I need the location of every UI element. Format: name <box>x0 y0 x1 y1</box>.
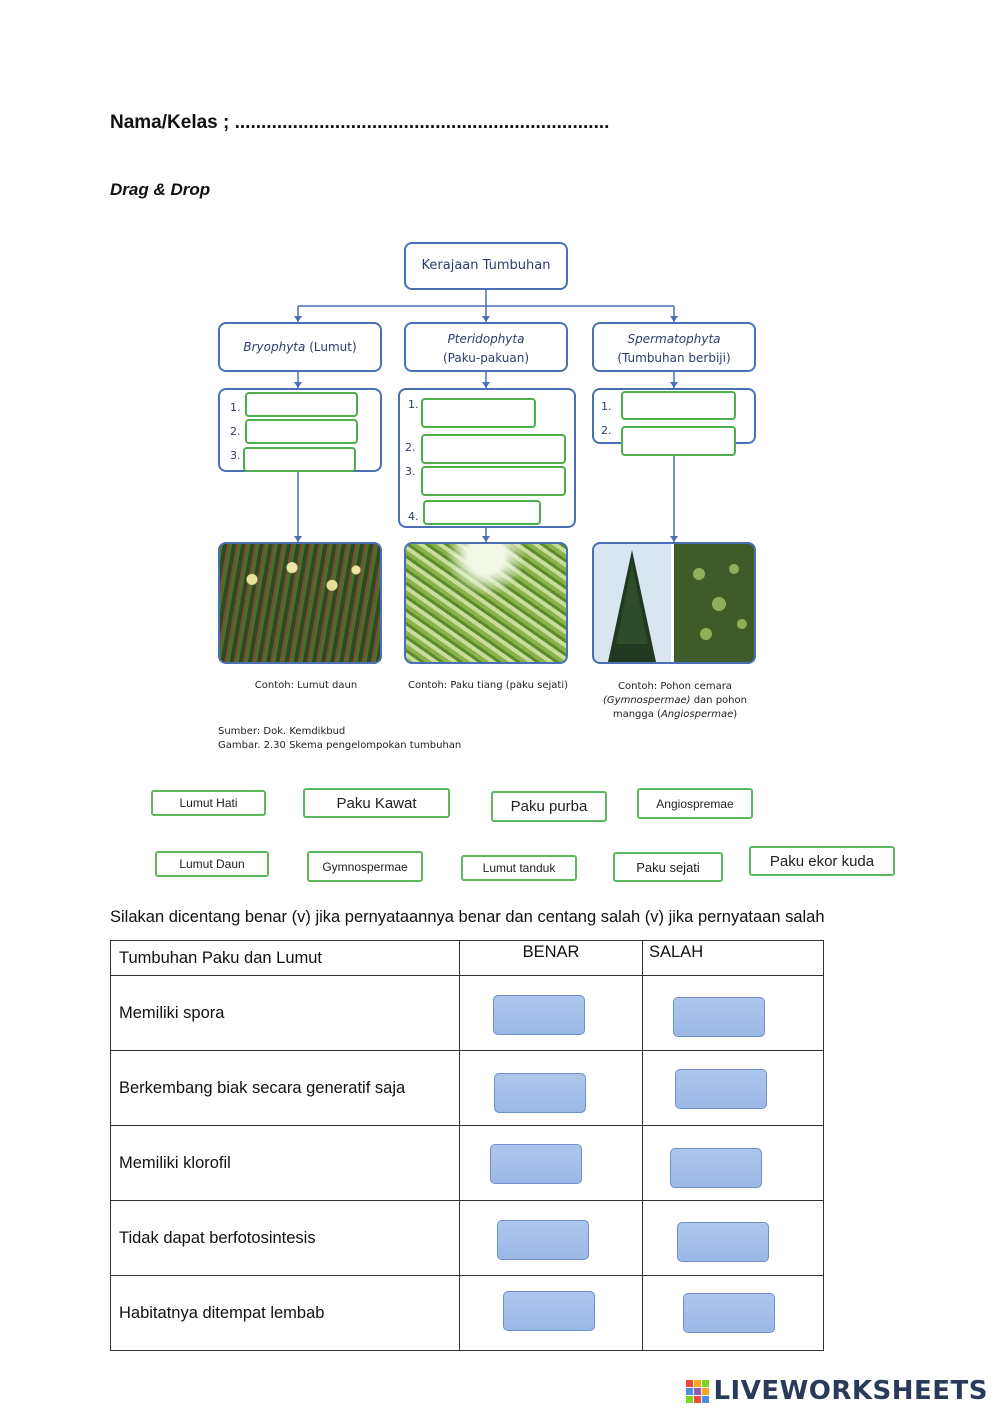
drop-slot-pteridophyta-4[interactable] <box>423 500 541 525</box>
caption-bryophyta: Contoh: Lumut daun <box>254 680 358 691</box>
table-row: Memiliki spora <box>110 975 824 1051</box>
statement-text: Memiliki klorofil <box>110 1125 460 1201</box>
salah-checkbox[interactable] <box>673 997 765 1037</box>
liveworksheets-brand: LIVEWORKSHEETS <box>713 1376 988 1406</box>
table-header-row: Tumbuhan Paku dan Lumut BENAR SALAH <box>110 940 824 976</box>
group-bryophyta-common: (Lumut) <box>309 340 357 354</box>
benar-checkbox[interactable] <box>493 995 585 1035</box>
name-class-label: Nama/Kelas ; ...........................… <box>110 112 610 133</box>
salah-cell <box>642 1125 824 1201</box>
drag-item-paku-sejati[interactable]: Paku sejati <box>613 852 723 882</box>
drop-slot-pteridophyta-3[interactable] <box>421 466 566 496</box>
drop-slot-bryophyta-3[interactable] <box>243 447 356 472</box>
table-row: Memiliki klorofil <box>110 1125 824 1201</box>
benar-cell <box>459 1050 643 1126</box>
table-row: Habitatnya ditempat lembab <box>110 1275 824 1351</box>
bryophyta-number: 1. <box>230 401 241 414</box>
benar-cell <box>459 1125 643 1201</box>
root-kingdom-label: Kerajaan Tumbuhan <box>421 258 551 273</box>
drag-item-paku-purba[interactable]: Paku purba <box>491 791 607 822</box>
salah-cell <box>642 975 824 1051</box>
drag-item-paku-ekor-kuda[interactable]: Paku ekor kuda <box>749 846 895 876</box>
pteridophyta-number: 1. <box>408 398 419 411</box>
table-row: Berkembang biak secara generatif saja <box>110 1050 824 1126</box>
true-false-table: Tumbuhan Paku dan Lumut BENAR SALAH Memi… <box>110 940 824 1351</box>
pteridophyta-number: 2. <box>405 441 416 454</box>
benar-cell <box>459 1200 643 1276</box>
group-pteridophyta-box: Pteridophyta (Paku-pakuan) <box>404 322 568 372</box>
salah-checkbox[interactable] <box>670 1148 762 1188</box>
salah-checkbox[interactable] <box>683 1293 775 1333</box>
drop-slot-bryophyta-2[interactable] <box>245 419 358 444</box>
caption-mango: mangga ( <box>612 709 661 720</box>
drag-item-lumut-tanduk[interactable]: Lumut tanduk <box>461 855 577 881</box>
drop-slot-pteridophyta-2[interactable] <box>421 434 566 464</box>
root-kingdom-box: Kerajaan Tumbuhan <box>404 242 568 290</box>
benar-checkbox[interactable] <box>490 1144 582 1184</box>
drop-slot-pteridophyta-1[interactable] <box>421 398 536 428</box>
benar-checkbox[interactable] <box>497 1220 589 1260</box>
bryophyta-number: 3. <box>230 449 241 462</box>
figure-caption: Gambar. 2.30 Skema pengelompokan tumbuha… <box>218 740 462 751</box>
photo-conifer-and-mango <box>592 542 756 664</box>
source-credit: Sumber: Dok. Kemdikbud <box>218 726 346 737</box>
group-pteridophyta-latin: Pteridophyta <box>447 332 525 346</box>
drag-item-paku-kawat[interactable]: Paku Kawat <box>303 788 450 818</box>
group-bryophyta-box: Bryophyta (Lumut) <box>218 322 382 372</box>
instruction-text: Silakan dicentang benar (v) jika pernyat… <box>110 908 825 926</box>
caption-close: ) <box>733 709 738 720</box>
pteridophyta-number: 4. <box>408 510 419 523</box>
salah-cell <box>642 1200 824 1276</box>
drop-slot-bryophyta-1[interactable] <box>245 392 358 417</box>
caption-and: dan pohon <box>690 695 747 706</box>
spermatophyta-number: 1. <box>601 400 612 413</box>
photo-leafy-moss <box>218 542 382 664</box>
drag-drop-title: Drag & Drop <box>110 180 211 199</box>
table-row: Tidak dapat berfotosintesis <box>110 1200 824 1276</box>
caption-spermatophyta: Contoh: Pohon cemara (Gymnospermae) dan … <box>580 680 770 722</box>
photo-tree-fern <box>404 542 568 664</box>
drag-item-lumut-hati[interactable]: Lumut Hati <box>151 790 266 816</box>
drop-slot-spermatophyta-2[interactable] <box>621 426 736 456</box>
statement-text: Tidak dapat berfotosintesis <box>110 1200 460 1276</box>
group-spermatophyta-common: (Tumbuhan berbiji) <box>617 351 731 365</box>
statement-text: Berkembang biak secara generatif saja <box>110 1050 460 1126</box>
drag-item-gymnospermae[interactable]: Gymnospermae <box>307 851 423 882</box>
header-salah: SALAH <box>642 940 824 976</box>
drag-item-lumut-daun[interactable]: Lumut Daun <box>155 851 269 877</box>
header-benar: BENAR <box>459 940 643 976</box>
group-bryophyta-latin: Bryophyta <box>243 340 306 354</box>
benar-cell <box>459 1275 643 1351</box>
caption-spermatophyta-line-3: mangga (Angiospermae) <box>580 708 770 722</box>
group-spermatophyta-box: Spermatophyta (Tumbuhan berbiji) <box>592 322 756 372</box>
statement-text: Memiliki spora <box>110 975 460 1051</box>
caption-spermatophyta-line-1: Contoh: Pohon cemara <box>618 681 732 692</box>
drop-slot-spermatophyta-1[interactable] <box>621 391 736 420</box>
caption-spermatophyta-line-2: (Gymnospermae) dan pohon <box>580 694 770 708</box>
caption-angiospermae: Angiospermae <box>660 709 734 720</box>
caption-pteridophyta: Contoh: Paku tiang (paku sejati) <box>407 680 568 691</box>
header-statement: Tumbuhan Paku dan Lumut <box>110 940 460 976</box>
group-pteridophyta-common: (Paku-pakuan) <box>442 351 530 365</box>
liveworksheets-logo-icon <box>686 1379 710 1403</box>
group-spermatophyta-latin: Spermatophyta <box>627 332 721 346</box>
benar-checkbox[interactable] <box>503 1291 595 1331</box>
spermatophyta-number: 2. <box>601 424 612 437</box>
salah-cell <box>642 1275 824 1351</box>
salah-cell <box>642 1050 824 1126</box>
salah-checkbox[interactable] <box>677 1222 769 1262</box>
pteridophyta-number: 3. <box>405 465 416 478</box>
drag-item-angiospremae[interactable]: Angiospremae <box>637 788 753 819</box>
statement-text: Habitatnya ditempat lembab <box>110 1275 460 1351</box>
diagram-connectors <box>294 290 678 542</box>
benar-checkbox[interactable] <box>494 1073 586 1113</box>
benar-cell <box>459 975 643 1051</box>
liveworksheets-logo: LIVEWORKSHEETS <box>686 1376 988 1406</box>
bryophyta-number: 2. <box>230 425 241 438</box>
caption-gymnospermae: (Gymnospermae) <box>603 695 691 706</box>
salah-checkbox[interactable] <box>675 1069 767 1109</box>
